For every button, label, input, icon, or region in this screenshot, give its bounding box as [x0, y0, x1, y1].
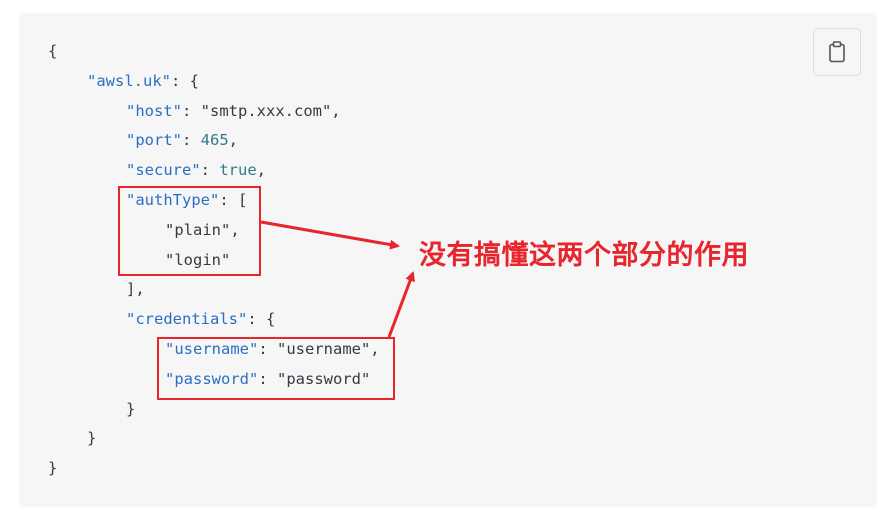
json-text: }	[87, 429, 97, 448]
json-key: "port"	[126, 131, 182, 150]
arrow-from-credentials	[387, 271, 415, 338]
json-text: {	[48, 42, 58, 60]
annotation-label: 没有搞懂这两个部分的作用	[419, 240, 749, 271]
json-text: "login"	[165, 250, 231, 269]
code-line: }	[48, 458, 57, 478]
code-line: "port": 465,	[126, 130, 238, 150]
code-block	[19, 13, 877, 507]
code-line: "authType": [	[126, 190, 247, 210]
code-line: "username": "username",	[165, 339, 380, 359]
json-text: ],	[126, 280, 145, 299]
json-text: }	[126, 399, 136, 418]
json-key: "username"	[165, 340, 259, 358]
json-key: "host"	[126, 101, 182, 120]
json-text: : "password"	[258, 369, 371, 388]
json-key: "authType"	[126, 191, 220, 209]
json-text: : [	[219, 191, 248, 209]
code-line: "secure": true,	[126, 160, 266, 180]
json-text: :	[182, 131, 201, 150]
credentials-highlight-box	[157, 337, 395, 400]
json-literal: true	[219, 161, 257, 180]
json-literal: 465	[200, 131, 229, 150]
code-line: "awsl.uk": {	[87, 71, 199, 91]
json-text: : {	[247, 310, 276, 329]
json-text: }	[48, 459, 58, 478]
code-line: "login"	[165, 250, 230, 270]
arrow-from-authtype	[260, 220, 400, 250]
json-text: : "username",	[258, 340, 380, 358]
json-key: "secure"	[126, 161, 201, 180]
json-text: : "smtp.xxx.com",	[182, 101, 341, 120]
code-line: "plain",	[165, 220, 240, 240]
json-key: "credentials"	[126, 310, 248, 329]
json-text: ,	[228, 131, 239, 150]
code-line: "password": "password"	[165, 369, 370, 389]
json-key: "awsl.uk"	[87, 71, 171, 90]
code-line: "host": "smtp.xxx.com",	[126, 101, 341, 121]
code-line: "credentials": {	[126, 309, 275, 329]
json-text: "plain",	[165, 220, 240, 239]
json-key: "password"	[165, 369, 259, 388]
copy-code-button[interactable]	[813, 28, 861, 76]
code-line: }	[87, 428, 96, 448]
code-line: {	[48, 41, 57, 61]
authtype-highlight-box	[118, 186, 261, 276]
json-text: ,	[256, 161, 266, 180]
json-text: :	[200, 161, 220, 180]
code-line: ],	[126, 279, 145, 299]
code-line: }	[126, 399, 135, 419]
json-text: : {	[171, 71, 199, 90]
clipboard-icon	[829, 41, 845, 63]
